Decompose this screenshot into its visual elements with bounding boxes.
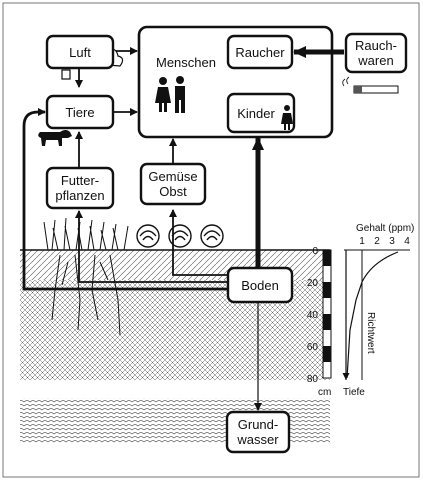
grund-label-1: Grund- — [238, 417, 278, 432]
people-icon — [155, 76, 185, 113]
outer-frame — [2, 2, 420, 478]
grund-label-2: wasser — [236, 432, 279, 447]
menschen-group-box — [137, 25, 334, 139]
profile-x-tick-label: 4 — [404, 236, 410, 247]
profile-x-tick-label: 3 — [389, 236, 395, 247]
profile-x-tick-label: 1 — [359, 236, 365, 247]
futter-label-1: Futter- — [61, 173, 99, 188]
depth-tick-labels: 0 20 40 60 80 — [307, 246, 319, 385]
gemuese-label-2: Obst — [159, 184, 187, 199]
profile-curve — [346, 251, 399, 379]
depth-tick-label: 0 — [312, 246, 318, 257]
depth-tick-label: 80 — [307, 374, 319, 385]
rauchwaren-node: Rauch- waren — [344, 32, 408, 74]
boden-node: Boden — [226, 266, 294, 304]
child-icon — [281, 105, 293, 130]
depth-tick-label: 60 — [307, 342, 319, 353]
tiefe-label: Tiefe — [343, 387, 365, 398]
kinder-label: Kinder — [237, 106, 275, 121]
luft-node: Luft — [45, 34, 115, 70]
dog-icon — [38, 130, 72, 146]
pathway-arrows — [22, 46, 344, 411]
futterpflanzen-node: Futter- pflanzen — [45, 166, 115, 210]
boden-label: Boden — [241, 278, 279, 293]
depth-scale — [322, 249, 332, 379]
gemuese-label-1: Gemüse — [148, 169, 197, 184]
gemuese-obst-node: Gemüse Obst — [139, 162, 207, 206]
luft-label: Luft — [69, 45, 91, 60]
raucher-node: Raucher — [226, 34, 294, 70]
profile-x-tick-label: 2 — [374, 236, 380, 247]
depth-tick-label: 20 — [307, 278, 319, 289]
futter-label-2: pflanzen — [55, 188, 104, 203]
menschen-label: Menschen — [156, 55, 216, 70]
depth-tick-label: 40 — [307, 310, 319, 321]
cabbage-icon — [136, 224, 224, 248]
grundwasser-node: Grund- wasser — [225, 410, 291, 454]
rauchwaren-label-2: waren — [357, 53, 393, 68]
raucher-label: Raucher — [235, 45, 285, 60]
profile-chart-title: Gehalt (ppm) — [356, 223, 414, 234]
tiere-node: Tiere — [45, 94, 115, 130]
depth-unit-label: cm — [318, 387, 331, 398]
rauchwaren-label-1: Rauch- — [355, 38, 397, 53]
cigarette-icon — [342, 76, 399, 94]
tiere-label: Tiere — [65, 105, 94, 120]
richtwert-label: Richtwert — [365, 312, 376, 354]
kinder-node: Kinder — [226, 92, 296, 134]
